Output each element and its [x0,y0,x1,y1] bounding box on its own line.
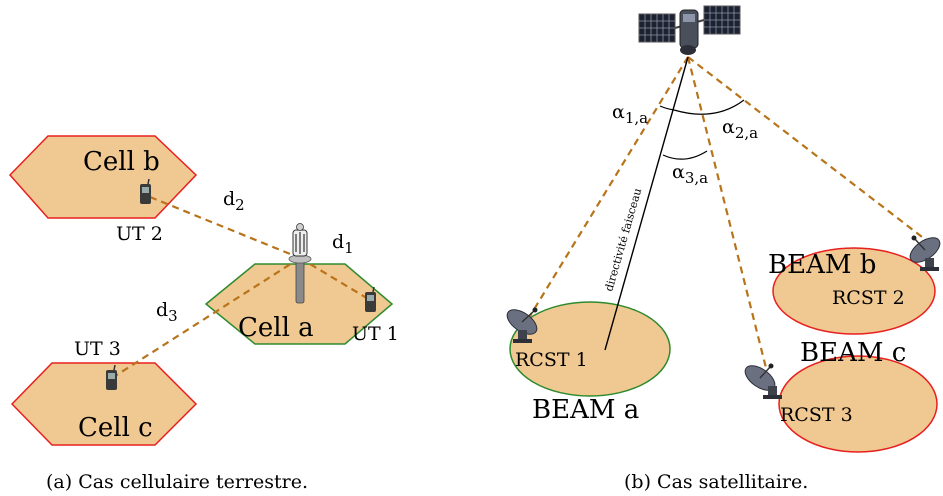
ut3-phone-icon [106,364,117,390]
link-rcst1 [529,56,689,317]
cell-c-shape [10,362,198,446]
terrestrial-panel: Cell b Cell a Cell c UT 2 UT 1 UT 3 d2 d… [8,135,399,493]
satellite-panel: directivité faisceau [506,5,941,493]
boresight-line [604,56,689,351]
rcst1-label: RCST 1 [515,349,588,371]
ut2-label: UT 2 [116,223,163,245]
base-station-icon [288,223,312,304]
caption-b: (b) Cas satellitaire. [624,471,808,493]
distance-d3-label: d3 [156,299,178,325]
caption-a: (a) Cas cellulaire terrestre. [46,471,308,493]
beam-a-label: BEAM a [532,395,639,425]
cell-b-label: Cell b [83,147,160,177]
beam-c-label: BEAM c [800,338,906,368]
beam-c-shape [778,355,938,453]
ut1-phone-icon [365,286,376,312]
beam-b-shape [772,247,936,335]
angle-alpha-3a-label: α3,a [672,161,708,187]
rcst3-dish-icon [744,363,782,399]
angle-arc-1 [659,105,675,111]
ut2-phone-icon [140,178,151,204]
beam-a-shape [509,301,671,397]
boresight-label: directivité faisceau [602,187,644,293]
ut3-label: UT 3 [74,338,121,360]
cell-a-label: Cell a [238,313,314,343]
distance-d1-label: d1 [332,231,354,257]
cell-c-label: Cell c [78,413,153,443]
rcst3-label: RCST 3 [780,404,853,426]
ut1-label: UT 1 [352,323,399,345]
angle-alpha-2a-label: α2,a [722,116,758,142]
rcst1-dish-icon [506,307,538,343]
link-rcst3 [686,56,768,369]
link-d2 [149,195,301,260]
link-d1 [299,257,371,301]
rcst2-dish-icon [909,235,941,271]
beam-b-label: BEAM b [768,250,876,280]
cell-a-shape [204,263,394,345]
distance-d2-label: d2 [223,188,245,214]
angle-alpha-1a-label: α1,a [612,101,648,127]
angle-arc-3 [662,150,708,160]
link-rcst2 [687,56,927,241]
angle-arc-2 [673,99,745,115]
link-d3 [111,257,301,379]
rcst2-label: RCST 2 [832,287,905,309]
satellite-icon [638,5,741,55]
